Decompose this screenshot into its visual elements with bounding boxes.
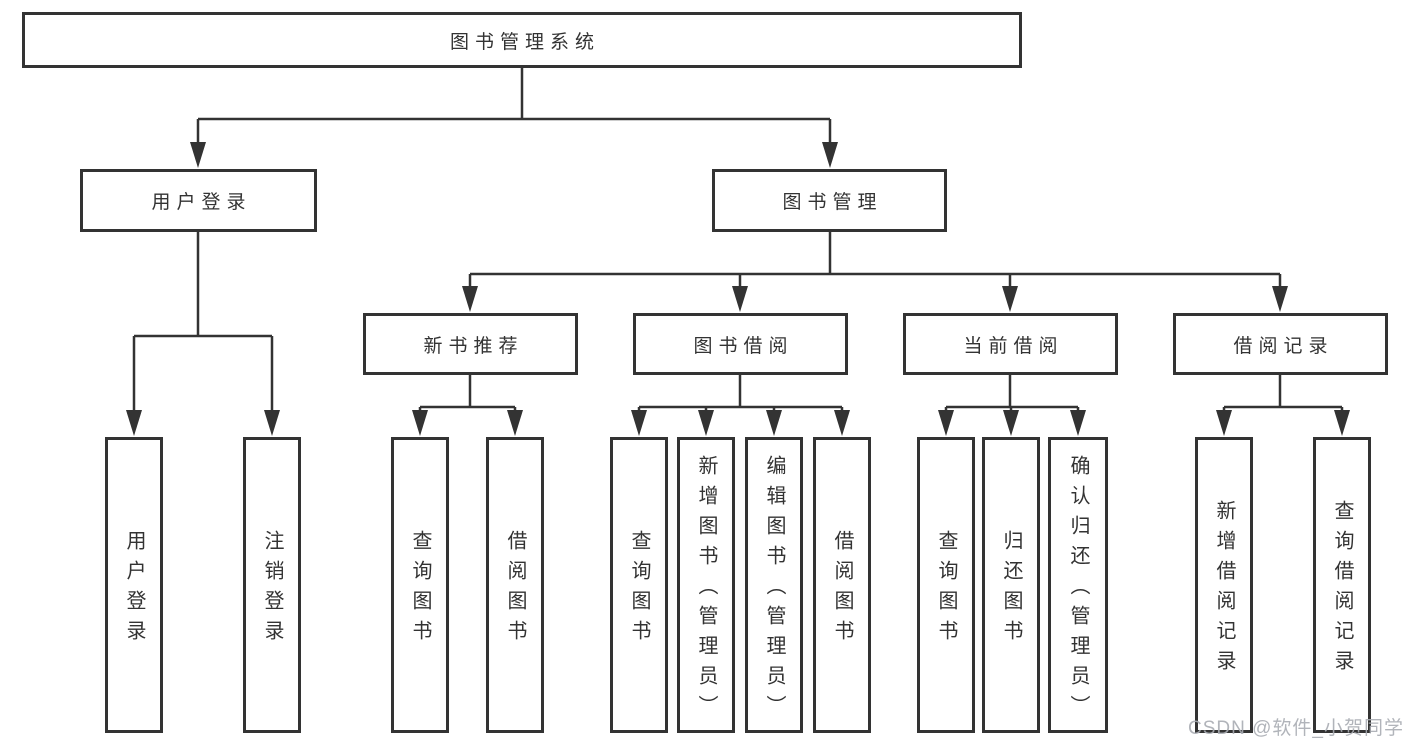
node-label: 查询图书	[628, 530, 650, 650]
node-label: 图书管理	[782, 192, 883, 213]
node-label: 编辑图书（管理员）	[763, 455, 785, 725]
leaf-borrow-books-borrowing: 借阅图书	[813, 437, 871, 733]
leaf-borrow-books-recommend: 借阅图书	[486, 437, 544, 733]
leaf-edit-book-admin: 编辑图书（管理员）	[745, 437, 803, 733]
connector-current-borrow-bus	[944, 375, 1080, 410]
node-label: 新增借阅记录	[1213, 500, 1235, 680]
node-new-book-recommend: 新书推荐	[363, 313, 578, 375]
leaf-add-book-admin: 新增图书（管理员）	[677, 437, 735, 733]
connector-borrow-records-bus	[1222, 375, 1344, 410]
node-user-login: 用户登录	[80, 169, 317, 232]
node-label: 借阅图书	[504, 530, 526, 650]
connector-new-book-bus	[418, 375, 517, 410]
node-label: 新书推荐	[423, 335, 524, 357]
leaf-query-books-borrowing: 查询图书	[610, 437, 668, 733]
node-library-management-system: 图书管理系统	[22, 12, 1022, 68]
leaf-query-books-current: 查询图书	[917, 437, 975, 733]
node-label: 确认归还（管理员）	[1067, 455, 1089, 725]
leaf-add-borrow-record: 新增借阅记录	[1195, 437, 1253, 733]
arrowheads	[126, 142, 1350, 436]
leaf-logout: 注销登录	[243, 437, 301, 733]
node-label: 借阅图书	[831, 530, 853, 650]
leaf-query-borrow-record: 查询借阅记录	[1313, 437, 1371, 733]
leaf-return-book: 归还图书	[982, 437, 1040, 733]
connector-book-mgmt-bus	[468, 232, 1282, 286]
node-label: 注销登录	[261, 530, 283, 650]
connector-root-bus	[196, 68, 832, 142]
node-label: 查询借阅记录	[1331, 500, 1353, 680]
node-label: 用户登录	[123, 530, 145, 650]
node-book-management: 图书管理	[712, 169, 947, 232]
node-label: 当前借阅	[963, 335, 1064, 357]
node-label: 查询图书	[409, 530, 431, 650]
node-current-borrowing: 当前借阅	[903, 313, 1118, 375]
node-label: 图书管理系统	[449, 31, 600, 53]
connector-user-login-bus	[132, 232, 274, 410]
leaf-query-books-recommend: 查询图书	[391, 437, 449, 733]
node-label: 查询图书	[935, 530, 957, 650]
csdn-watermark: CSDN @软件_小贺同学	[1188, 718, 1404, 739]
node-label: 新增图书（管理员）	[695, 455, 717, 725]
node-label: 借阅记录	[1233, 335, 1334, 357]
node-label: 用户登录	[151, 192, 252, 213]
node-book-borrowing: 图书借阅	[633, 313, 848, 375]
node-label: 归还图书	[1000, 530, 1022, 650]
leaf-confirm-return-admin: 确认归还（管理员）	[1048, 437, 1108, 733]
node-borrowing-records: 借阅记录	[1173, 313, 1388, 375]
connector-book-borrow-bus	[637, 375, 844, 410]
node-label: 图书借阅	[693, 335, 794, 357]
leaf-user-login: 用户登录	[105, 437, 163, 733]
